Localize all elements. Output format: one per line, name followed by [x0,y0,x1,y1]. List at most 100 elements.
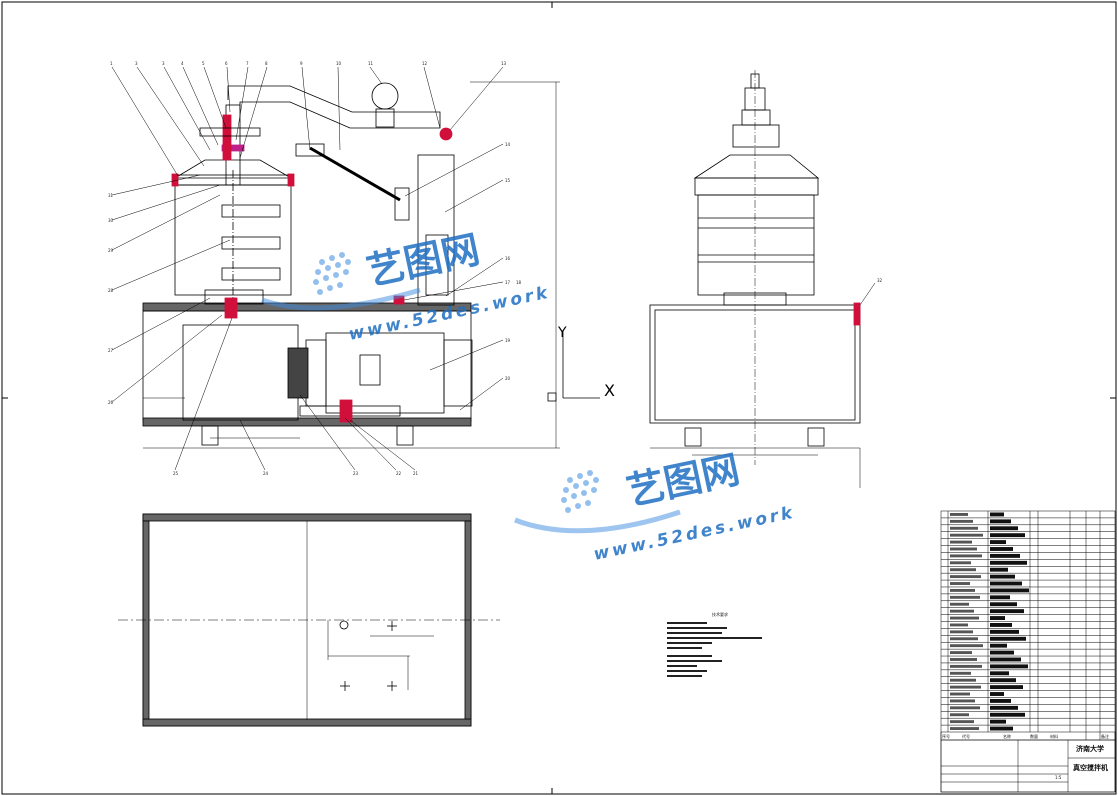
foot-left [201,425,219,446]
callout-17: 17 [505,280,511,285]
bom-code-cell [950,727,979,730]
watermark-title: 艺图网 [623,447,744,514]
bom-redacted-cell [990,526,1018,531]
bom-redacted-cell [990,574,1015,579]
bom-redacted-cell [990,588,1029,593]
notes-title: 技术要求 [712,611,728,617]
callout-6: 6 [225,61,228,66]
side-foot-right [807,427,825,447]
bom-code-cell [950,568,976,572]
bom-header-no: 序号 [942,733,950,739]
callout-15: 15 [505,178,511,183]
drawing-scale: 1:5 [1055,775,1062,780]
watermark-url: www.52des.work [592,503,797,565]
bom-code-cell [950,713,969,717]
flange-bolt-right [287,173,295,187]
handwheel-boss [375,108,395,128]
base-bolt [339,399,353,423]
callout-27: 27 [108,348,114,353]
pivot-pin [439,127,453,141]
bom-code-cell [950,575,981,579]
coupling-flange [287,347,309,399]
watermark-globe-icon [561,470,599,513]
bom-rows [941,512,1115,731]
side-vessel [697,194,815,296]
bom-code-cell [950,616,979,620]
callout-7: 7 [246,61,249,66]
bom-redacted-cell [990,636,1026,641]
bom-code-cell [950,588,975,592]
bom-code-cell [950,644,983,648]
callout-26: 26 [108,400,114,405]
bom-code-cell [950,602,969,606]
axis-y-label: Y [557,325,567,341]
bom-code-cell [950,595,980,599]
bom-redacted-cell [990,512,1004,517]
callout-22: 22 [396,471,402,476]
bom-header-qty: 数量 [1030,733,1038,739]
title-block [940,510,1116,793]
bom-redacted-cell [990,657,1021,662]
bom-redacted-cell [990,609,1024,614]
bom-redacted-cell [990,602,1017,607]
callout-31: 31 [108,193,114,198]
leader-lines [111,66,504,471]
bom-code-cell [950,685,981,689]
bom-code-cell [950,706,980,710]
bom-code-cell [950,526,978,530]
bom-redacted-cell [990,629,1019,634]
callout-30: 30 [108,218,114,223]
drawing-name: 真空搅拌机 [1073,763,1108,772]
watermark-globe-icon [313,252,351,295]
callout-20: 20 [505,376,511,381]
blade-3 [221,267,281,281]
top-view [118,513,500,727]
bom-redacted-cell [990,664,1028,669]
tech-notes: 技术要求 [667,611,762,677]
bom-code-cell [950,519,973,523]
callout-28: 28 [108,288,114,293]
inner-column [182,324,299,421]
bom-code-cell [950,623,968,627]
bom-code-cell [950,533,983,537]
bom-code-cell [950,658,977,661]
bom-redacted-cell [990,553,1020,558]
bom-redacted-cell [990,678,1016,683]
callout-32: 32 [877,278,883,283]
bom-redacted-cell [990,540,1006,545]
bom-code-cell [950,692,970,696]
front-view [111,66,560,471]
callout-3b: 3 [162,61,165,66]
school-name: 济南大学 [1076,744,1104,753]
vessel-lid [173,159,293,179]
lifting-arm [227,85,441,129]
callout-9: 9 [300,61,303,66]
watermark-1: 艺图网 www.52des.work [261,227,552,345]
side-bolt [853,302,861,326]
side-motor-small [741,109,771,126]
bom-header-remark: 备注 [1101,733,1109,739]
callout-19: 19 [505,338,511,343]
callout-8: 8 [265,61,268,66]
bom-redacted-cell [990,726,1013,731]
bom-redacted-cell [990,581,1022,586]
bom-code-cell [950,561,971,565]
bottom-plate [142,417,472,427]
side-gearbox [732,124,780,148]
bom-redacted-cell [990,567,1008,572]
callout-24: 24 [263,471,269,476]
bom-code-cell [950,637,978,641]
bom-redacted-cell [990,519,1011,524]
callout-13: 13 [501,61,507,66]
callout-18: 18 [516,280,522,285]
bom-code-cell [950,513,968,516]
bom-code-cell [950,699,975,703]
shaft-bolt [222,114,232,161]
front-callouts: 1 3 3 4 5 6 7 8 9 10 11 12 13 14 15 16 1… [108,61,522,476]
bom-code-cell [950,630,973,634]
bom-redacted-cell [990,560,1027,565]
bom-code-cell [950,609,974,613]
bom-code-cell [950,671,971,675]
axis-symbol [547,330,600,402]
